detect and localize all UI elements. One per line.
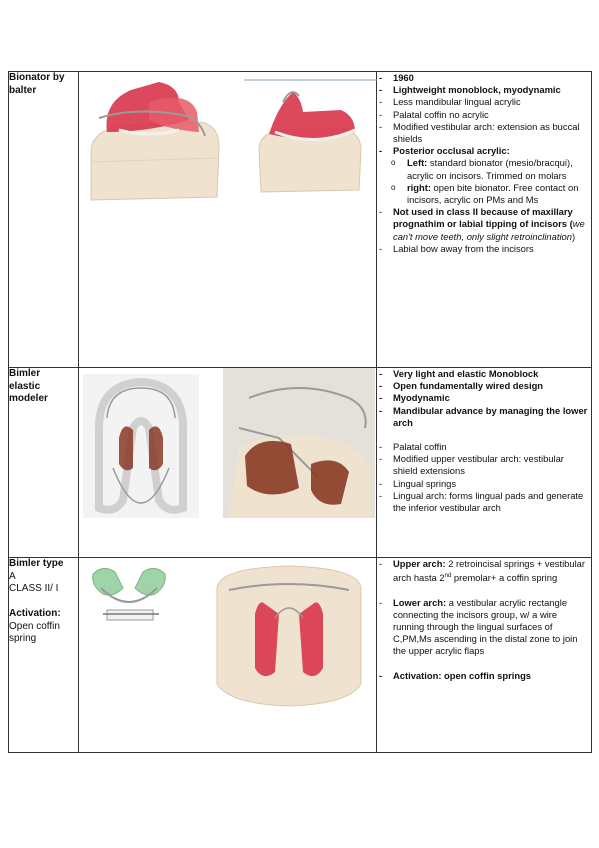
list-item: Modified vestibular arch: extension as b… (377, 121, 591, 145)
list-item: Myodynamic (377, 392, 591, 404)
list-item: Modified upper vestibular arch: vestibul… (377, 453, 591, 477)
bionator-features: 1960 Lightweight monoblock, myodynamic L… (377, 72, 591, 158)
bimler-a-cast (216, 565, 362, 707)
occlusal-sublist: Left: standard bionator (mesio/bracqui),… (385, 157, 591, 206)
row-description: 1960 Lightweight monoblock, myodynamic L… (376, 71, 592, 368)
row-label: Bimler type A CLASS II/ I Activation: Op… (8, 557, 79, 753)
list-item: Mandibular advance by managing the lower… (377, 405, 591, 429)
bionator-cast-right (258, 91, 362, 193)
bionator-cast-left (90, 82, 220, 201)
list-item: right: open bite bionator. Free contact … (385, 182, 591, 206)
table-row: Bimler type A CLASS II/ I Activation: Op… (8, 557, 592, 753)
table-row: Bionator by balter (8, 71, 592, 368)
bimler-elastic-images (83, 368, 375, 518)
list-item: Palatal coffin (377, 441, 591, 453)
list-item: Posterior occlusal acrylic: (377, 145, 591, 157)
list-item: Lingual springs (377, 478, 591, 490)
list-item: Palatal coffin no acrylic (377, 109, 591, 121)
list-item: Not used in class II because of maxillar… (377, 206, 591, 243)
bimler-top-view (83, 374, 199, 518)
row-label: Bimler elastic modeler (8, 367, 79, 558)
list-item: Open fundamentally wired design (377, 380, 591, 392)
bionator-features-2: Not used in class II because of maxillar… (377, 206, 591, 255)
appliance-table: Bionator by balter (8, 71, 592, 753)
image-cell (78, 367, 377, 558)
list-item: Lightweight monoblock, myodynamic (377, 84, 591, 96)
list-item: Lower arch: a vestibular acrylic rectang… (377, 597, 591, 658)
bimler-elastic-features: Very light and elastic Monoblock Open fu… (377, 368, 591, 514)
image-cell (78, 557, 377, 753)
list-item: 1960 (377, 72, 591, 84)
list-item: Lingual arch: forms lingual pads and gen… (377, 490, 591, 514)
list-item: Less mandibular lingual acrylic (377, 96, 591, 108)
list-item: Labial bow away from the incisors (377, 243, 591, 255)
bionator-images (90, 79, 377, 201)
bimler-type-a-features: Upper arch: 2 retroincisal springs + ves… (377, 558, 591, 682)
list-item: Left: standard bionator (mesio/bracqui),… (385, 157, 591, 181)
list-item: Upper arch: 2 retroincisal springs + ves… (377, 558, 591, 585)
list-item: Very light and elastic Monoblock (377, 368, 591, 380)
row-label: Bionator by balter (8, 71, 79, 368)
list-item: Activation: open coffin springs (377, 670, 591, 682)
row-description: Very light and elastic Monoblock Open fu… (376, 367, 592, 558)
bimler-a-appliance (92, 568, 166, 621)
table-row: Bimler elastic modeler (8, 367, 592, 558)
row-description: Upper arch: 2 retroincisal springs + ves… (376, 557, 592, 753)
bimler-side-view (223, 368, 375, 518)
image-cell (78, 71, 377, 368)
bimler-type-a-images (92, 565, 362, 707)
